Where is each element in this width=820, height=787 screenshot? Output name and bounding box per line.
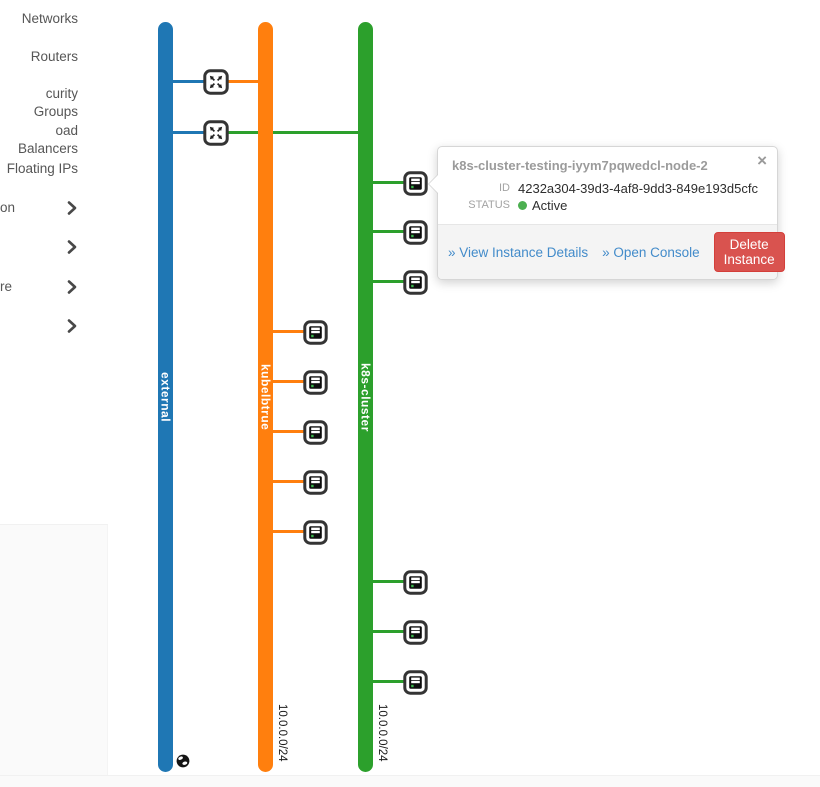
instance-icon[interactable] xyxy=(403,171,428,196)
link-instance xyxy=(266,530,315,533)
delete-instance-button[interactable]: Delete Instance xyxy=(713,232,785,272)
status-value: Active xyxy=(532,198,568,213)
chevron-right-icon[interactable] xyxy=(66,200,78,216)
link-instance xyxy=(266,380,315,383)
router-icon[interactable] xyxy=(203,120,229,146)
close-icon[interactable]: × xyxy=(757,151,767,170)
view-instance-details-link[interactable]: » View Instance Details xyxy=(448,244,589,260)
link-instance xyxy=(266,330,315,333)
link-instance xyxy=(366,280,415,283)
instance-detail-popover: k8s-cluster-testing-iyym7pqwedcl-node-2 … xyxy=(428,146,785,280)
network-bar-kubelbtrue[interactable]: kubelbtrue xyxy=(258,22,273,772)
page-bottom-strip xyxy=(0,775,820,787)
instance-icon[interactable] xyxy=(303,470,328,495)
instance-title: k8s-cluster-testing-iyym7pqwedcl-node-2 xyxy=(452,158,708,173)
sidebar-bottom-panel xyxy=(0,524,108,787)
instance-icon[interactable] xyxy=(303,420,328,445)
network-label: kubelbtrue xyxy=(258,363,273,431)
id-value: 4232a304-39d3-4af8-9dd3-849e193d5cfc xyxy=(518,181,758,196)
id-label: ID xyxy=(499,182,510,194)
sidebar-item-networks[interactable]: Networks xyxy=(21,11,78,26)
link-instance xyxy=(366,630,415,633)
sidebar-item-security-groups[interactable]: curity Groups xyxy=(33,86,78,119)
link-external-router2 xyxy=(166,131,216,134)
network-bar-k8s-cluster[interactable]: k8s-cluster xyxy=(358,22,373,772)
link-instance xyxy=(266,480,315,483)
link-router1-kubelbtrue xyxy=(216,80,266,83)
external-network-globe-icon xyxy=(176,754,190,768)
link-external-router1 xyxy=(166,80,216,83)
network-label: external xyxy=(158,371,173,423)
link-instance xyxy=(266,430,315,433)
instance-icon[interactable] xyxy=(303,320,328,345)
sidebar-item-routers[interactable]: Routers xyxy=(30,49,78,64)
instance-icon[interactable] xyxy=(403,220,428,245)
sidebar-item-floating-ips[interactable]: Floating IPs xyxy=(6,161,78,176)
chevron-right-icon[interactable] xyxy=(66,239,78,255)
link-instance xyxy=(366,580,415,583)
instance-icon[interactable] xyxy=(403,670,428,695)
network-label: k8s-cluster xyxy=(358,362,373,432)
subnet-label-k8s-cluster: 10.0.0.0/24 xyxy=(376,704,388,762)
popover-arrow xyxy=(429,175,438,193)
instance-icon[interactable] xyxy=(403,570,428,595)
sidebar-section-label-2[interactable]: re xyxy=(0,279,13,294)
instance-icon[interactable] xyxy=(303,370,328,395)
instance-icon[interactable] xyxy=(403,620,428,645)
link-instance xyxy=(366,181,415,184)
link-instance xyxy=(366,230,415,233)
link-instance xyxy=(366,680,415,683)
sidebar-item-load-balancers[interactable]: oad Balancers xyxy=(17,123,78,156)
chevron-right-icon[interactable] xyxy=(66,318,78,334)
status-dot-icon xyxy=(518,201,527,210)
network-bar-external[interactable]: external xyxy=(158,22,173,772)
subnet-label-kubelbtrue: 10.0.0.0/24 xyxy=(276,704,288,762)
open-console-link[interactable]: » Open Console xyxy=(602,244,700,260)
link-router2-k8s-cluster xyxy=(216,131,366,134)
sidebar-section-label-1[interactable]: on xyxy=(0,200,16,215)
status-label: STATUS xyxy=(468,199,510,211)
router-icon[interactable] xyxy=(203,69,229,95)
instance-icon[interactable] xyxy=(303,520,328,545)
chevron-right-icon[interactable] xyxy=(66,279,78,295)
instance-icon[interactable] xyxy=(403,270,428,295)
